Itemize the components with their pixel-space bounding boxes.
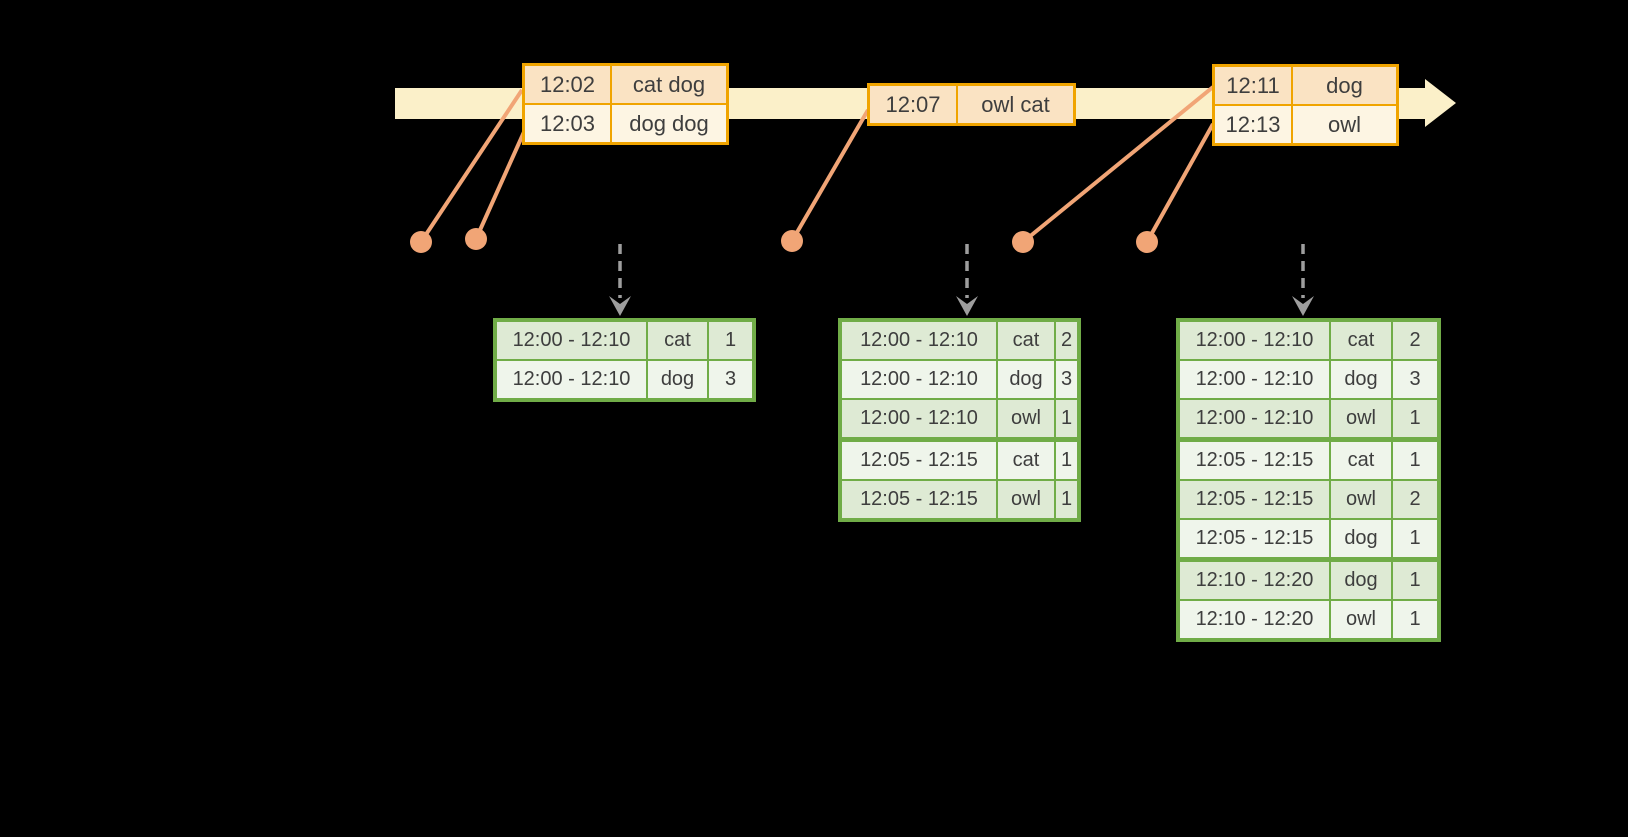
result-table-3: 12:00 - 12:10 cat 2 12:00 - 12:10 dog 3 … [1176, 318, 1441, 642]
result-window: 12:10 - 12:20 [1195, 569, 1314, 591]
result-row: 12:00 - 12:10 cat 2 [842, 322, 1077, 359]
result-window: 12:05 - 12:15 [1195, 449, 1314, 471]
result-row: 12:05 - 12:15 dog 1 [1180, 518, 1437, 557]
event-time: 12:13 [1225, 111, 1281, 137]
result-count: 1 [1054, 481, 1077, 518]
result-row: 12:10 - 12:20 owl 1 [1180, 599, 1437, 638]
event-row: 12:02 cat dog [525, 66, 726, 103]
result-count: 1 [707, 322, 752, 359]
result-row: 12:00 - 12:10 cat 1 [497, 322, 752, 359]
result-count: 1 [1391, 520, 1437, 557]
result-row: 12:10 - 12:20 dog 1 [1180, 557, 1437, 599]
event-table-1: 12:02 cat dog 12:03 dog dog [522, 63, 729, 145]
result-word: owl [1329, 601, 1391, 638]
event-line [790, 108, 870, 243]
result-window: 12:00 - 12:10 [860, 407, 978, 429]
event-dot [410, 231, 432, 253]
result-word: dog [1329, 520, 1391, 557]
result-window: 12:00 - 12:10 [1195, 407, 1314, 429]
result-word: cat [1329, 442, 1391, 479]
event-row: 12:03 dog dog [525, 103, 726, 142]
result-row: 12:00 - 12:10 cat 2 [1180, 322, 1437, 359]
result-window: 12:05 - 12:15 [860, 488, 978, 510]
trigger-arrowhead-icon [956, 296, 978, 316]
event-dot [465, 228, 487, 250]
result-window: 12:05 - 12:15 [1195, 488, 1314, 510]
result-row: 12:05 - 12:15 owl 2 [1180, 479, 1437, 518]
result-window: 12:00 - 12:10 [512, 329, 631, 351]
result-word: owl [996, 481, 1054, 518]
result-window: 12:05 - 12:15 [860, 449, 978, 471]
event-words: owl cat [956, 86, 1073, 123]
result-count: 1 [1391, 442, 1437, 479]
result-row: 12:00 - 12:10 dog 3 [1180, 359, 1437, 398]
event-time: 12:07 [885, 91, 941, 117]
result-window: 12:05 - 12:15 [1195, 527, 1314, 549]
result-word: cat [996, 322, 1054, 359]
result-word: dog [1329, 361, 1391, 398]
event-table-3: 12:11 dog 12:13 owl [1212, 64, 1399, 146]
result-count: 1 [1391, 601, 1437, 638]
result-table-1: 12:00 - 12:10 cat 1 12:00 - 12:10 dog 3 [493, 318, 756, 402]
result-word: owl [996, 400, 1054, 437]
result-window: 12:00 - 12:10 [860, 329, 978, 351]
trigger-arrowhead-icon [1292, 296, 1314, 316]
event-dot [1012, 231, 1034, 253]
result-word: dog [646, 361, 707, 398]
result-count: 1 [1054, 442, 1077, 479]
result-row: 12:00 - 12:10 dog 3 [497, 359, 752, 398]
result-count: 1 [1054, 400, 1077, 437]
event-line [1021, 85, 1215, 244]
event-time: 12:02 [539, 71, 596, 97]
result-word: cat [1329, 322, 1391, 359]
result-count: 3 [707, 361, 752, 398]
result-window: 12:00 - 12:10 [1195, 329, 1314, 351]
result-count: 1 [1391, 562, 1437, 599]
result-window: 12:10 - 12:20 [1195, 608, 1314, 630]
result-table-2: 12:00 - 12:10 cat 2 12:00 - 12:10 dog 3 … [838, 318, 1081, 522]
result-count: 3 [1391, 361, 1437, 398]
result-count: 2 [1054, 322, 1077, 359]
result-word: cat [996, 442, 1054, 479]
event-time: 12:03 [539, 110, 596, 136]
timeline-arrowhead-icon [1425, 79, 1456, 127]
event-row: 12:13 owl [1215, 104, 1396, 143]
event-row: 12:07 owl cat [870, 86, 1073, 123]
result-word: owl [1329, 400, 1391, 437]
result-count: 2 [1391, 322, 1437, 359]
event-time: 12:11 [1226, 72, 1280, 98]
event-words: dog dog [610, 105, 726, 142]
result-word: cat [646, 322, 707, 359]
result-count: 2 [1391, 481, 1437, 518]
result-count: 3 [1054, 361, 1077, 398]
result-row: 12:00 - 12:10 owl 1 [1180, 398, 1437, 437]
event-words: dog [1291, 67, 1396, 104]
event-line [419, 88, 524, 244]
event-dot [781, 230, 803, 252]
result-row: 12:00 - 12:10 owl 1 [842, 398, 1077, 437]
event-row: 12:11 dog [1215, 67, 1396, 104]
event-words: cat dog [610, 66, 726, 103]
event-words: owl [1291, 106, 1396, 143]
result-row: 12:05 - 12:15 owl 1 [842, 479, 1077, 518]
event-table-2: 12:07 owl cat [867, 83, 1076, 126]
trigger-arrowhead-icon [609, 296, 631, 316]
result-row: 12:05 - 12:15 cat 1 [1180, 437, 1437, 479]
result-word: dog [996, 361, 1054, 398]
result-window: 12:00 - 12:10 [512, 368, 631, 390]
result-count: 1 [1391, 400, 1437, 437]
result-word: dog [1329, 562, 1391, 599]
event-line [1145, 123, 1215, 243]
result-word: owl [1329, 481, 1391, 518]
event-line [474, 131, 526, 240]
result-row: 12:00 - 12:10 dog 3 [842, 359, 1077, 398]
result-window: 12:00 - 12:10 [1195, 368, 1314, 390]
result-row: 12:05 - 12:15 cat 1 [842, 437, 1077, 479]
event-dot [1136, 231, 1158, 253]
result-window: 12:00 - 12:10 [860, 368, 978, 390]
